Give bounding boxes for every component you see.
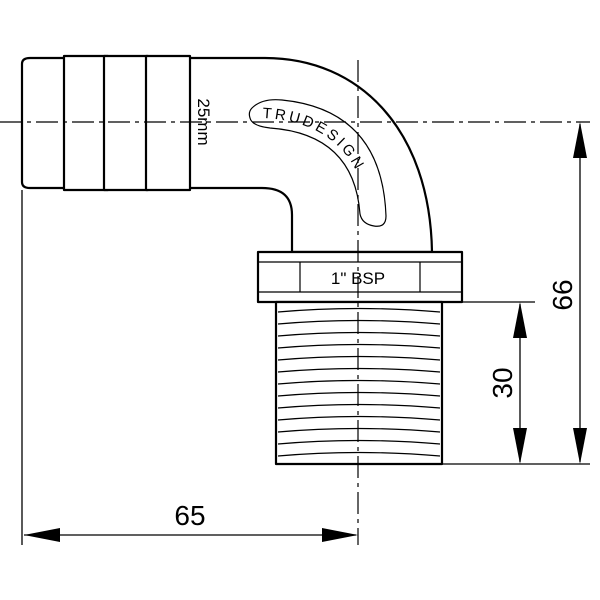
width-dimension: 65 (24, 500, 358, 542)
male-thread (274, 300, 444, 466)
height-dimension-value: 66 (547, 279, 578, 310)
thread-ridge (277, 415, 441, 421)
thread-ridge (277, 451, 441, 457)
elbow-body (183, 56, 434, 254)
width-dimension-value: 65 (174, 500, 205, 531)
thread-length-dimension: 30 (487, 302, 527, 464)
height-dimension: 66 (547, 122, 587, 464)
thread-ridge (277, 307, 441, 313)
thread-ridge (277, 343, 441, 349)
hose-size-label: 25mm (194, 98, 213, 145)
thread-size-label: 1" BSP (331, 269, 385, 288)
thread-length-dimension-value: 30 (487, 367, 518, 398)
hose-barb (20, 54, 192, 192)
thread-ridge (277, 379, 441, 385)
